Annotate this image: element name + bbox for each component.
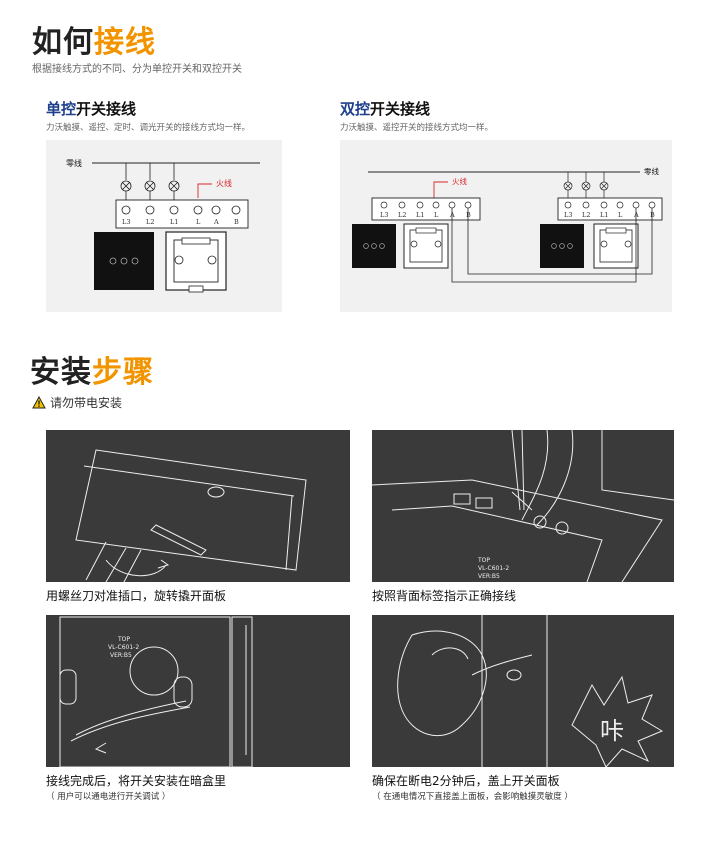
neutral-label: 零线	[66, 158, 82, 168]
svg-text:L: L	[618, 211, 623, 219]
double-control-desc: 力沃触摸、遥控开关的接线方式均一样。	[340, 123, 494, 133]
svg-text:VL-C601-2: VL-C601-2	[478, 565, 509, 572]
warning-icon	[32, 396, 46, 409]
svg-text:B: B	[234, 218, 239, 226]
single-control-title: 单控开关接线	[46, 100, 137, 118]
svg-text:L: L	[196, 218, 201, 226]
step1-caption: 用螺丝刀对准插口，旋转撬开面板	[46, 589, 227, 603]
step2-caption: 按照背面标签指示正确接线	[372, 589, 517, 603]
svg-text:VER:B5: VER:B5	[478, 573, 500, 580]
svg-text:L3: L3	[564, 211, 572, 219]
step3-note: （ 用户可以通电进行开关调试 ）	[46, 792, 171, 802]
svg-text:L1: L1	[170, 218, 178, 226]
svg-text:L2: L2	[398, 211, 406, 219]
step1-photo	[46, 430, 350, 582]
svg-text:火线: 火线	[452, 176, 467, 186]
svg-text:A: A	[213, 218, 219, 226]
step4-caption: 确保在断电2分钟后，盖上开关面板	[372, 774, 560, 788]
step3-photo: TOP VL-C601-2 VER:B5	[46, 615, 350, 767]
page-title: 如何接线	[32, 25, 156, 60]
svg-text:零线: 零线	[644, 166, 659, 176]
install-warning: 请勿带电安装	[32, 394, 122, 411]
svg-text:L2: L2	[582, 211, 590, 219]
svg-text:TOP: TOP	[477, 557, 490, 564]
single-wiring-diagram: 零线 火线 L3 L2 L1 L A B	[46, 140, 282, 312]
page-subtitle: 根据接线方式的不同、分为单控开关和双控开关	[32, 64, 242, 75]
single-control-desc: 力沃触摸、遥控、定时、调光开关的接线方式均一样。	[46, 123, 251, 133]
double-wiring-diagram: 零线 火线 L3 L2 L1 L A B	[340, 140, 672, 312]
svg-text:VL-C601-2: VL-C601-2	[108, 644, 139, 651]
svg-text:L: L	[434, 211, 439, 219]
step2-photo: TOP VL-C601-2 VER:B5	[372, 430, 674, 582]
double-wiring-svg: 零线 火线 L3 L2 L1 L A B	[352, 166, 663, 283]
svg-text:L2: L2	[146, 218, 154, 226]
step4-photo: 咔	[372, 615, 674, 767]
step4-note: （ 在通电情况下直接盖上面板，会影响触摸灵敏度 ）	[372, 792, 573, 802]
svg-text:VER:B5: VER:B5	[110, 652, 132, 659]
step3-caption: 接线完成后，将开关安装在暗盒里	[46, 774, 227, 788]
svg-text:L3: L3	[380, 211, 388, 219]
click-sound-text: 咔	[600, 717, 624, 745]
svg-text:B: B	[466, 211, 471, 219]
single-wiring-svg: 零线 火线 L3 L2 L1 L A B	[66, 158, 260, 293]
svg-text:L1: L1	[600, 211, 608, 219]
install-title: 安装步骤	[30, 355, 154, 390]
double-control-title: 双控开关接线	[340, 100, 431, 118]
svg-text:L3: L3	[122, 218, 130, 226]
svg-text:TOP: TOP	[117, 636, 130, 643]
svg-text:L1: L1	[416, 211, 424, 219]
svg-text:B: B	[650, 211, 655, 219]
live-label: 火线	[216, 178, 232, 188]
